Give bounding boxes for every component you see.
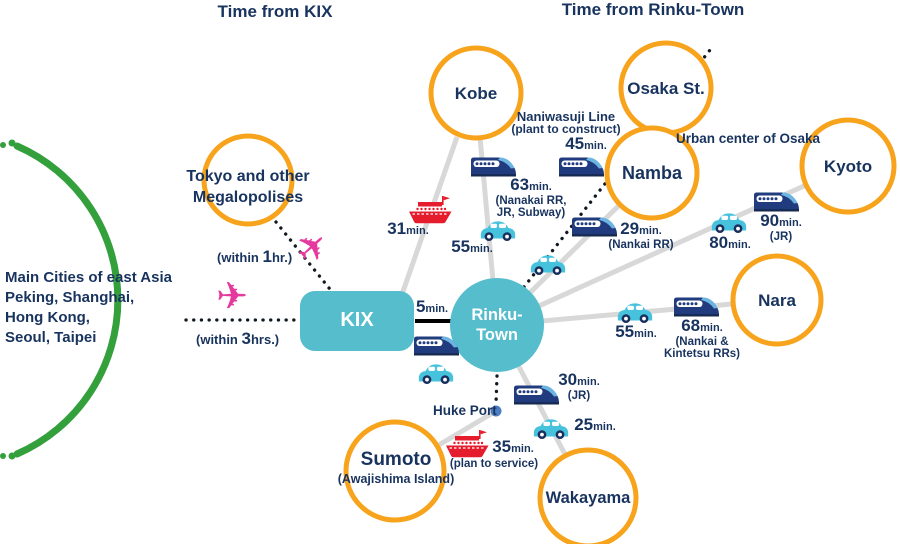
asia-arc bbox=[13, 142, 122, 458]
time-kyoto-car: 80min. bbox=[709, 233, 751, 252]
time-kobe-car: 55min. bbox=[451, 237, 493, 256]
tokyo-label-line2: Megalopolises bbox=[192, 189, 304, 206]
time-kix-rinku: 5min. bbox=[415, 297, 449, 316]
train-icon bbox=[471, 157, 516, 177]
car-icon bbox=[533, 419, 569, 439]
kobe-label: Kobe bbox=[454, 84, 498, 103]
route-rinku-hukeport-dotted bbox=[494, 374, 499, 406]
kobe-circle bbox=[428, 45, 524, 141]
namba-circle bbox=[604, 125, 700, 221]
sumoto-sublabel: (Awajishima Island) bbox=[337, 472, 455, 486]
time-sumoto-ship: 35min. bbox=[492, 437, 534, 456]
time-nara-car: 55min. bbox=[615, 322, 657, 341]
car-icon bbox=[530, 255, 566, 275]
kyoto-label: Kyoto bbox=[823, 157, 873, 176]
kyoto-circle bbox=[799, 117, 897, 215]
time-naniwasuji-train: 45min. bbox=[565, 134, 607, 153]
tokyo-label: Tokyo and other Megalopolises bbox=[186, 166, 309, 208]
title-time-from-kix: Time from KIX bbox=[217, 2, 333, 21]
time-kobe-train: 63min. (Nanakai RR, JR, Subway) bbox=[495, 175, 567, 219]
osaka-st-label: Osaka St. bbox=[627, 79, 705, 98]
kix-node bbox=[300, 291, 414, 351]
time-kobe-ship: 31min. bbox=[387, 219, 429, 238]
asia-line: Main Cities of east Asia bbox=[5, 269, 172, 286]
rinku-label-line2: Town bbox=[476, 326, 518, 344]
tokyo-label-line1: Tokyo and other bbox=[186, 168, 310, 185]
kix-label: KIX bbox=[340, 309, 374, 331]
train-icon bbox=[514, 385, 559, 405]
wakayama-circle bbox=[537, 447, 639, 544]
rinku-label-line1: Rinku- bbox=[471, 306, 523, 324]
plane-icon: ✈ bbox=[216, 276, 248, 318]
car-icon bbox=[617, 303, 653, 323]
nara-circle bbox=[730, 253, 824, 347]
title-time-from-rinku: Time from Rinku-Town bbox=[561, 0, 745, 19]
huke-port-label: Huke Port bbox=[433, 403, 497, 418]
naniwasuji-line-label: Naniwasuji Line (plant to construct) bbox=[511, 109, 621, 136]
route-rinku-kyoto bbox=[495, 163, 850, 328]
time-wakayama-train: 30min. (JR) bbox=[558, 370, 600, 402]
asia-arc-dot bbox=[8, 452, 16, 460]
within-post: hr.) bbox=[271, 250, 293, 265]
within-1hr-label: (within 1hr.) bbox=[217, 247, 292, 267]
train-icon bbox=[754, 192, 799, 212]
nara-label: Nara bbox=[758, 291, 796, 310]
route-tokyo-kix-dotted bbox=[274, 220, 335, 295]
ship-icon bbox=[408, 195, 453, 224]
within-num: 3 bbox=[241, 329, 251, 348]
asia-line: Peking, Shanghai, bbox=[5, 289, 135, 306]
train-icon bbox=[559, 157, 604, 177]
asia-arc-dot bbox=[0, 142, 6, 148]
car-icon bbox=[418, 364, 454, 384]
rinku-town-label: Rinku- Town bbox=[471, 305, 522, 345]
urban-center-label: Urban center of Osaka bbox=[675, 131, 821, 146]
sumoto-label: Sumoto bbox=[360, 449, 432, 470]
within-pre: (within bbox=[217, 250, 263, 265]
tokyo-circle bbox=[201, 133, 295, 227]
within-num: 1 bbox=[262, 247, 272, 266]
time-sumoto-ship-note: (plan to service) bbox=[449, 458, 539, 470]
within-pre: (within bbox=[196, 332, 242, 347]
asia-arc-dot bbox=[0, 453, 6, 459]
time-wakayama-car: 25min. bbox=[574, 415, 616, 434]
sumoto-circle bbox=[343, 419, 447, 523]
within-3hrs-label: (within 3hrs.) bbox=[196, 329, 279, 349]
wakayama-label: Wakayama bbox=[545, 489, 631, 507]
asia-arc-dot bbox=[8, 139, 16, 147]
time-nara-train: 68min. (Nankai & Kintetsu RRs) bbox=[663, 316, 741, 360]
within-post: hrs.) bbox=[250, 332, 280, 347]
asia-line: Hong Kong, bbox=[5, 309, 90, 326]
train-icon bbox=[674, 297, 719, 317]
time-kyoto-train: 90min. (JR) bbox=[760, 211, 802, 243]
asia-line: Seoul, Taipei bbox=[5, 329, 97, 346]
namba-label: Namba bbox=[621, 163, 683, 183]
time-namba-train: 29min. (Nankai RR) bbox=[608, 219, 674, 251]
huke-port-dot bbox=[490, 405, 502, 417]
asia-cities-text: Main Cities of east Asia Peking, Shangha… bbox=[5, 268, 172, 348]
rinku-town-node bbox=[450, 278, 544, 372]
